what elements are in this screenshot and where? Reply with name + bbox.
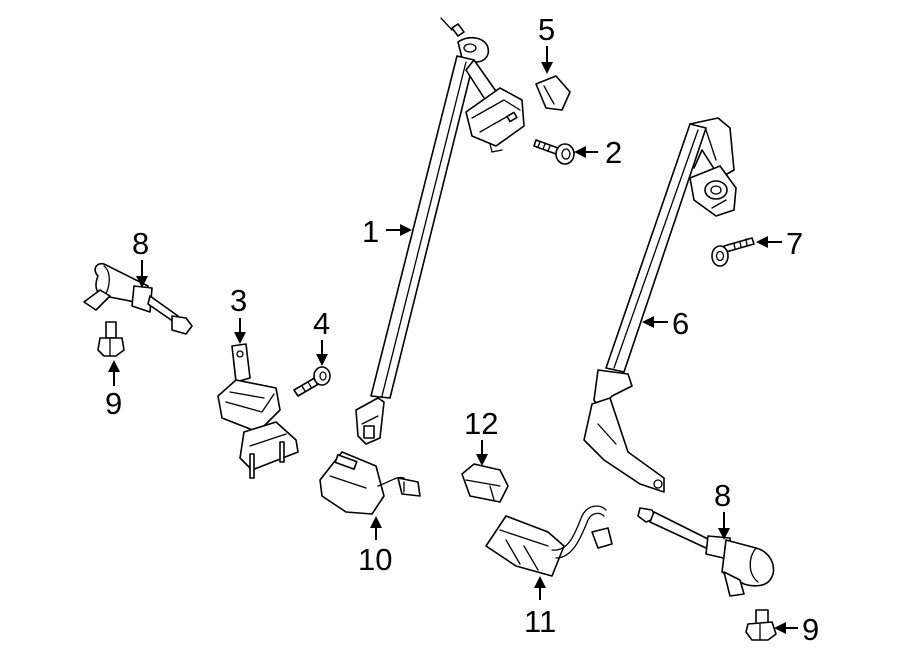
callout-5: 5 (538, 12, 555, 47)
part-9-nut-left[interactable] (97, 321, 125, 357)
part-12-cover[interactable] (461, 463, 509, 503)
callout-2: 2 (605, 135, 622, 170)
part-7-bolt[interactable] (711, 237, 755, 267)
callout-11: 11 (524, 604, 556, 639)
part-5-cover[interactable] (535, 75, 571, 111)
callout-3: 3 (230, 283, 247, 318)
callout-7: 7 (786, 226, 803, 261)
part-10-buckle[interactable] (319, 451, 421, 515)
callout-8-left: 8 (132, 226, 149, 261)
callout-9-left: 9 (105, 386, 122, 421)
part-1-seat-belt-assembly[interactable] (355, 17, 525, 445)
part-4-bolt[interactable] (293, 366, 331, 397)
callout-6: 6 (672, 306, 689, 341)
part-8-pretensioner-right[interactable] (637, 507, 775, 597)
callout-12: 12 (464, 406, 498, 441)
callout-4: 4 (313, 306, 330, 341)
callout-labels: 1 2 3 4 5 6 7 8 8 9 9 10 11 12 (105, 12, 819, 647)
callout-8-right: 8 (714, 478, 731, 513)
callout-1: 1 (362, 214, 379, 249)
callout-9-right: 9 (802, 612, 819, 647)
part-3-bracket[interactable] (217, 343, 299, 479)
callout-leaders (108, 46, 798, 634)
part-8-pretensioner-left[interactable] (83, 262, 193, 335)
part-2-bolt[interactable] (533, 139, 575, 165)
part-9-nut-right[interactable] (745, 609, 777, 641)
part-6-seat-belt-assembly[interactable] (583, 117, 737, 493)
part-11-buckle[interactable] (485, 505, 613, 577)
callout-10: 10 (358, 542, 392, 577)
